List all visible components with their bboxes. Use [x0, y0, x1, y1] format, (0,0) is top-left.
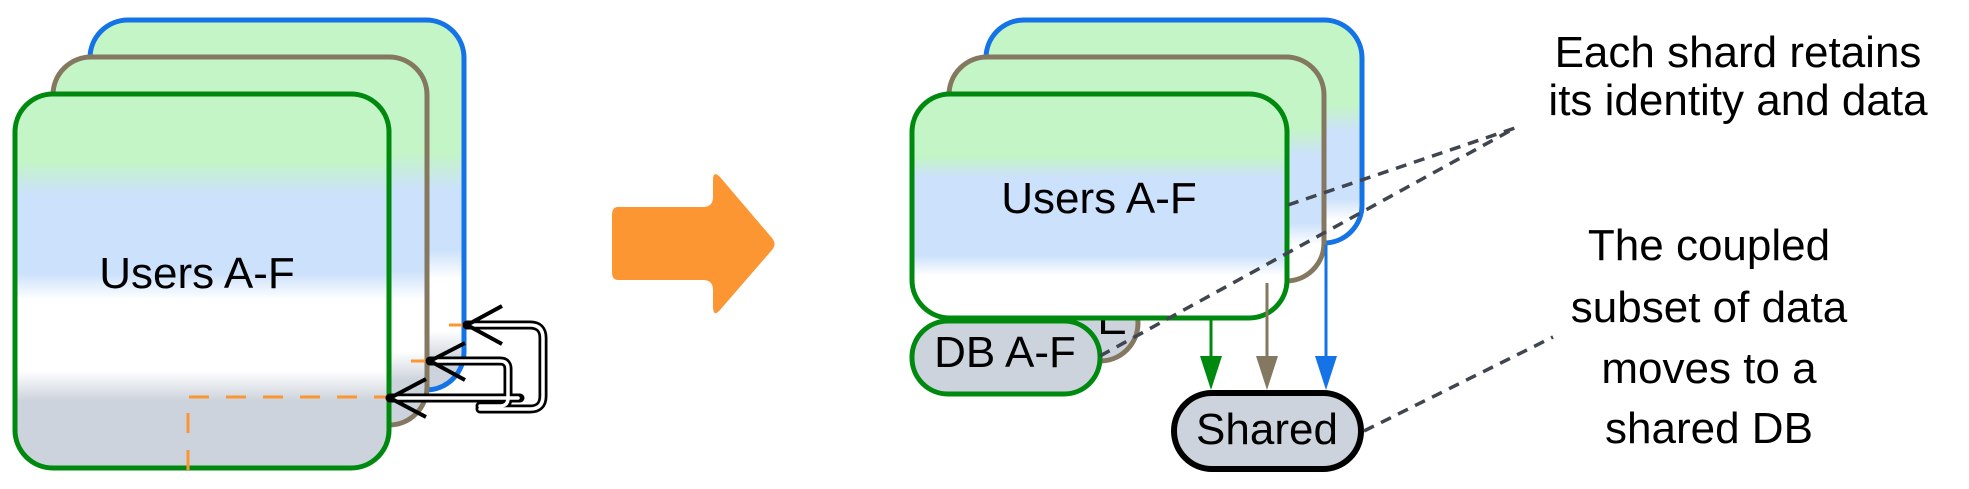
annotation-coupled-line: moves to a: [1601, 344, 1817, 393]
annotation-identity: Each shard retains its identity and data: [1548, 28, 1928, 125]
annotation-coupled: The coupled subset of data moves to a sh…: [1571, 221, 1848, 453]
annotation-coupled-line: subset of data: [1571, 283, 1848, 332]
annotation-coupled-line: The coupled: [1588, 221, 1830, 270]
cross-shard-reference-arrows: [385, 304, 548, 419]
before-shard-label: Users A-F: [99, 249, 295, 298]
annotation-leader-lines: [1099, 126, 1554, 433]
arrowhead-icon: [1200, 356, 1222, 390]
shared-db-label: Shared: [1196, 405, 1338, 454]
arrowhead-icon: [428, 341, 466, 382]
arrowhead-icon: [465, 304, 503, 346]
annotation-identity-line: Each shard retains: [1555, 28, 1922, 77]
shared-db-connectors: [1200, 245, 1337, 390]
arrowhead-icon: [1315, 356, 1337, 390]
transition-arrow-icon: [612, 174, 775, 314]
db-a-f-node[interactable]: [909, 318, 1103, 397]
arrowhead-icon: [1256, 356, 1278, 390]
leader-identity-db: [1099, 126, 1516, 358]
before-shard-1-card[interactable]: [12, 91, 392, 471]
db-a-f-label: DB A-F: [934, 328, 1076, 377]
after-shard-label: Users A-F: [1001, 174, 1197, 223]
leader-coupled-shared: [1363, 335, 1554, 433]
shared-db-node[interactable]: [1171, 390, 1364, 472]
before-shard-stack: Users A-F: [12, 17, 548, 471]
leader-identity-shard: [1287, 126, 1516, 207]
after-shard-1-card[interactable]: [909, 91, 1290, 321]
after-shard-stack: E Users A-F DB A-F Shared: [909, 17, 1365, 472]
annotation-coupled-line: shared DB: [1605, 404, 1813, 453]
arrowhead-icon: [388, 377, 427, 419]
annotation-identity-line: its identity and data: [1548, 76, 1928, 125]
